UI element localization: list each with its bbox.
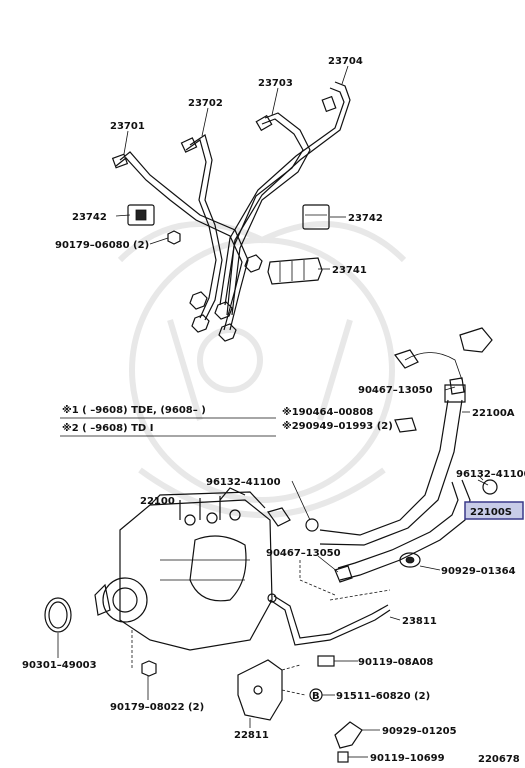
label-23811[interactable]: 23811 [402,616,437,627]
bolt-90119-08A08 [317,655,350,667]
notes-block: ※1 ( –9608) TDE, (9608– ) ※2 ( –9608) TD… [60,404,393,437]
label-96132-41100-right[interactable]: 96132–41100 [456,469,525,480]
label-23742-left[interactable]: 23742 [72,212,107,223]
label-22100A[interactable]: 22100A [472,408,515,419]
washer-91511-60820: B [309,688,323,702]
o-ring-90301-49003 [44,597,72,633]
label-96132-41100-left[interactable]: 96132–41100 [206,477,281,488]
svg-text:B: B [312,691,320,702]
label-90119-10699[interactable]: 90119–10699 [370,753,445,764]
label-90179-08022[interactable]: 90179–08022 (2) [110,702,204,713]
label-90179-06080[interactable]: 90179–06080 (2) [55,240,149,251]
note-1: ※1 ( –9608) TDE, (9608– ) [62,404,206,416]
label-22100[interactable]: 22100 [140,496,175,507]
part-labels: 23704 23703 23702 23701 23742 23742 9017… [22,56,525,765]
clip-90929-01205 [334,721,363,749]
clamp-23742-right [302,204,330,230]
bracket-22811 [237,659,306,721]
diagram-code: 220678 [478,754,520,765]
label-90301-49003[interactable]: 90301–49003 [22,660,97,671]
label-90119-08A08[interactable]: 90119–08A08 [358,657,433,668]
clamp-96132-right [477,474,498,495]
note-3: ※190464–00808 [282,406,373,418]
nut-90179-08022 [131,630,157,677]
note-2: ※2 ( –9608) TD I [62,422,153,434]
clamp-23742-left [127,204,155,226]
nut-90179-06080 [167,230,181,245]
label-90929-01364[interactable]: 90929–01364 [441,566,516,577]
label-90467-13050-mid[interactable]: 90467–13050 [266,548,341,559]
clamp-96132-left [267,507,319,532]
clamp-23741 [267,257,323,285]
bolt-90119-10699 [337,751,362,763]
label-90929-01205[interactable]: 90929–01205 [382,726,457,737]
label-91511-60820[interactable]: 91511–60820 (2) [336,691,430,702]
label-23702[interactable]: 23702 [188,98,223,109]
injection-pump-22100 [94,487,273,651]
label-90467-13050-top[interactable]: 90467–13050 [358,385,433,396]
label-22100S-highlight [464,501,524,520]
fitting-upper [394,327,493,395]
label-22100S[interactable]: 22100S [470,507,512,518]
label-23742-right[interactable]: 23742 [348,213,383,224]
note-4: ※290949–01993 (2) [282,420,393,432]
leader-lines [57,65,489,758]
label-23703[interactable]: 23703 [258,78,293,89]
clamp-90929-01364 [399,552,421,568]
hose-22100S [337,479,471,581]
injection-pipes [111,81,351,342]
label-23741[interactable]: 23741 [332,265,367,276]
hose-22100A [319,384,466,546]
label-23701[interactable]: 23701 [110,121,145,132]
pipe-23811 [267,560,391,646]
clip-90467-13050 [334,417,417,583]
label-23704[interactable]: 23704 [328,56,363,67]
label-22811[interactable]: 22811 [234,730,269,741]
